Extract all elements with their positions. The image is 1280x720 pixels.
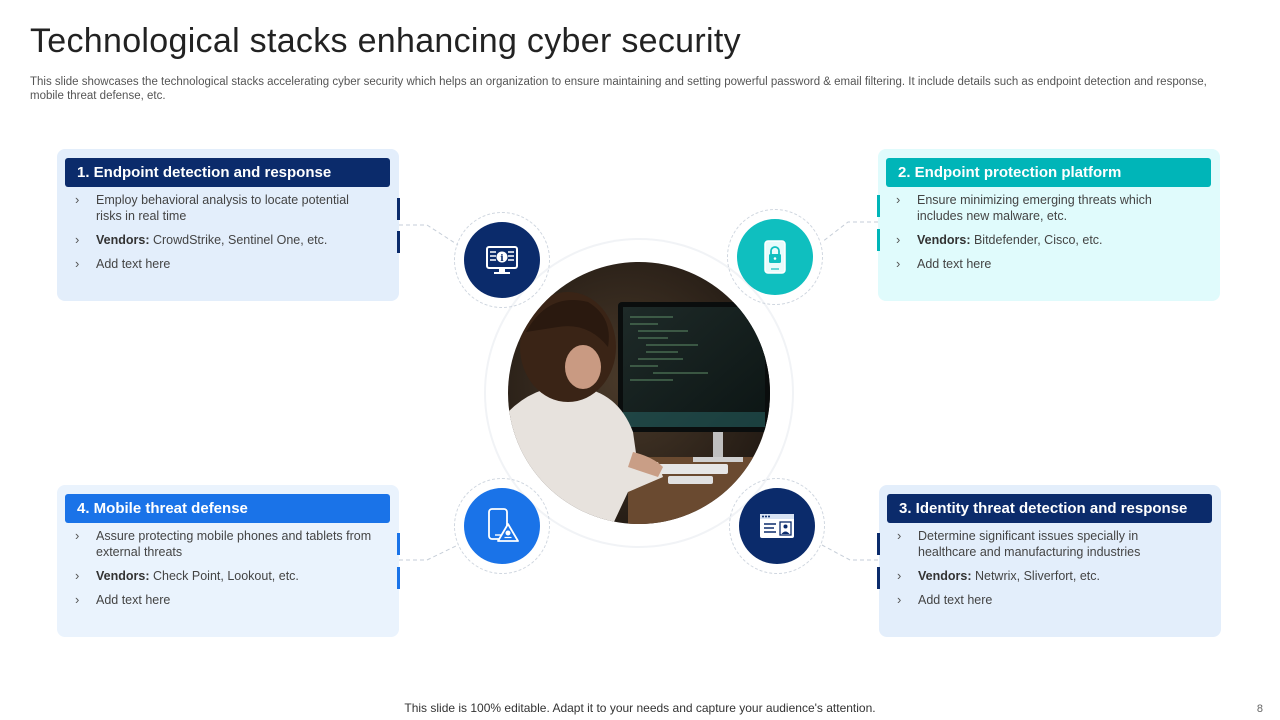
list-item: › Vendors: Bitdefender, Cisco, etc. xyxy=(896,232,1196,248)
monitor-info-icon: i xyxy=(486,246,518,274)
list-item: › Add text here xyxy=(75,256,375,272)
bullet-text: Employ behavioral analysis to locate pot… xyxy=(96,193,349,223)
chevron-right-icon: › xyxy=(897,568,902,583)
slide-title: Technological stacks enhancing cyber sec… xyxy=(30,22,741,60)
card-edge-accent xyxy=(397,231,400,253)
list-item: › Vendors: CrowdStrike, Sentinel One, etc… xyxy=(75,232,375,248)
chevron-right-icon: › xyxy=(896,232,901,247)
bullet-text: Add text here xyxy=(96,257,171,271)
list-item: › Ensure minimizing emerging threats whic… xyxy=(896,192,1196,224)
card-edge-accent xyxy=(397,567,400,589)
icon-circle xyxy=(464,488,540,564)
card-edge-accent xyxy=(877,195,880,217)
vendors-label: Vendors: xyxy=(96,233,150,247)
bullet-text: Determine significant issues specially i… xyxy=(918,529,1141,559)
slide-footer: This slide is 100% editable. Adapt it to… xyxy=(404,701,876,715)
endpoint-protection-icon-ring xyxy=(727,209,823,305)
card-endpoint-protection: 2. Endpoint protection platform › Ensure … xyxy=(878,149,1220,301)
list-item: › Add text here xyxy=(896,256,1196,272)
bullet-list: › Determine significant issues specially … xyxy=(897,528,1197,616)
vendors-label: Vendors: xyxy=(96,569,150,583)
endpoint-detection-icon-ring: i xyxy=(454,212,550,308)
icon-circle xyxy=(737,219,813,295)
chevron-right-icon: › xyxy=(75,232,80,247)
chevron-right-icon: › xyxy=(897,592,902,607)
list-item: › Employ behavioral analysis to locate po… xyxy=(75,192,375,224)
bullet-text: Add text here xyxy=(918,593,993,607)
icon-circle xyxy=(739,488,815,564)
bullet-text: Add text here xyxy=(917,257,992,271)
icon-circle: i xyxy=(464,222,540,298)
chevron-right-icon: › xyxy=(896,192,901,207)
mobile-threat-icon-ring xyxy=(454,478,550,574)
card-edge-accent xyxy=(877,567,880,589)
id-card-browser-icon xyxy=(760,514,794,538)
vendors-label: Vendors: xyxy=(917,233,971,247)
phone-warning-icon xyxy=(488,508,519,542)
vendors-value: CrowdStrike, Sentinel One, etc. xyxy=(149,233,328,247)
card-endpoint-detection: 1. Endpoint detection and response › Empl… xyxy=(57,149,399,301)
card-edge-accent xyxy=(397,198,400,220)
card-heading: 2. Endpoint protection platform xyxy=(886,158,1211,187)
card-edge-accent xyxy=(397,533,400,555)
card-edge-accent xyxy=(877,229,880,251)
card-heading: 4. Mobile threat defense xyxy=(65,494,390,523)
card-mobile-threat: 4. Mobile threat defense › Assure protect… xyxy=(57,485,399,637)
chevron-right-icon: › xyxy=(75,192,80,207)
bullet-list: › Ensure minimizing emerging threats whic… xyxy=(896,192,1196,280)
vendors-value: Bitdefender, Cisco, etc. xyxy=(970,233,1103,247)
bullet-text: Assure protecting mobile phones and tabl… xyxy=(96,529,372,559)
chevron-right-icon: › xyxy=(75,568,80,583)
card-heading: 3. Identity threat detection and respons… xyxy=(887,494,1212,523)
identity-threat-icon-ring xyxy=(729,478,825,574)
list-item: › Add text here xyxy=(75,592,375,608)
vendors-value: Netwrix, Sliverfort, etc. xyxy=(971,569,1100,583)
chevron-right-icon: › xyxy=(75,256,80,271)
card-edge-accent xyxy=(877,533,880,555)
card-heading: 1. Endpoint detection and response xyxy=(65,158,390,187)
page-number: 8 xyxy=(1256,703,1263,715)
phone-lock-icon xyxy=(764,240,786,274)
bullet-list: › Employ behavioral analysis to locate po… xyxy=(75,192,375,280)
bullet-text: Ensure minimizing emerging threats which… xyxy=(917,193,1152,223)
svg-text:i: i xyxy=(500,254,504,264)
person-at-computer-photo xyxy=(508,262,770,524)
list-item: › Add text here xyxy=(897,592,1197,608)
list-item: › Vendors: Check Point, Lookout, etc. xyxy=(75,568,375,584)
list-item: › Vendors: Netwrix, Sliverfort, etc. xyxy=(897,568,1197,584)
list-item: › Determine significant issues specially … xyxy=(897,528,1197,560)
chevron-right-icon: › xyxy=(896,256,901,271)
chevron-right-icon: › xyxy=(75,528,80,543)
chevron-right-icon: › xyxy=(897,528,902,543)
bullet-list: › Assure protecting mobile phones and tab… xyxy=(75,528,375,616)
card-identity-threat: 3. Identity threat detection and respons… xyxy=(879,485,1221,637)
slide-subtitle: This slide showcases the technological s… xyxy=(30,76,1207,102)
list-item: › Assure protecting mobile phones and tab… xyxy=(75,528,375,560)
vendors-value: Check Point, Lookout, etc. xyxy=(149,569,299,583)
vendors-label: Vendors: xyxy=(918,569,972,583)
bullet-text: Add text here xyxy=(96,593,171,607)
chevron-right-icon: › xyxy=(75,592,80,607)
